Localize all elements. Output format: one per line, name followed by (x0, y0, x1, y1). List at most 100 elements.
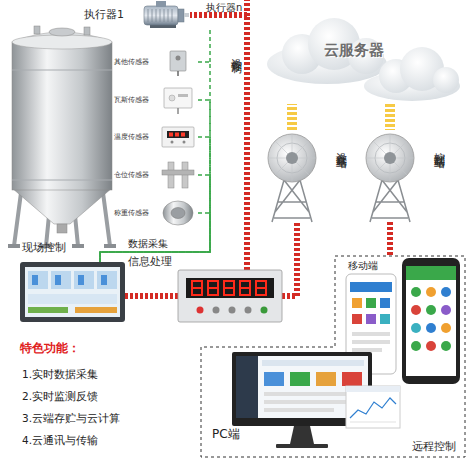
node-shape (74, 271, 94, 289)
sensor-device: 温度传感器 (158, 122, 198, 152)
node-shape (411, 287, 421, 297)
base-station: 控制端基站 (352, 130, 428, 222)
node-shape (55, 275, 61, 285)
node-shape (169, 95, 175, 101)
node-shape (169, 133, 173, 137)
node-shape (262, 360, 364, 366)
tank-illustration (57, 224, 67, 233)
node-label: 瓦斯传感器 (114, 96, 149, 104)
node-shape (158, 85, 198, 115)
node-label: 现场控制 (22, 242, 66, 255)
node-shape (162, 127, 194, 147)
tank-illustration (72, 244, 84, 248)
node-shape (163, 201, 193, 225)
node-shape (426, 323, 436, 333)
node-shape (441, 341, 451, 351)
node-shape (264, 408, 334, 412)
node-shape (184, 13, 189, 17)
node-shape (342, 372, 362, 386)
node-shape (406, 266, 456, 376)
feature-item: 3.云端存贮与云计算 (22, 412, 120, 424)
node-shape (158, 198, 198, 228)
node-shape (158, 47, 198, 77)
node-shape (276, 444, 328, 448)
node-shape (240, 281, 250, 295)
node-label: 称重传感器 (114, 209, 149, 217)
node-shape (192, 287, 202, 289)
node-shape (441, 305, 451, 315)
node-shape (366, 314, 376, 324)
feature-heading: 特色功能： (20, 342, 80, 356)
node-label: 移动端 (348, 260, 378, 272)
node-shape (224, 287, 234, 289)
cloud-server: 云服务器 (262, 14, 462, 104)
node-shape (366, 134, 414, 182)
node-shape (213, 307, 220, 314)
signal-wire (100, 137, 210, 262)
node-shape (384, 152, 396, 164)
node-shape (268, 134, 316, 182)
node-shape (181, 133, 185, 137)
tank-illustration (84, 27, 90, 35)
node-shape (101, 275, 107, 285)
node-shape (406, 266, 456, 280)
node-shape (261, 307, 268, 314)
node-shape (224, 281, 234, 295)
node-shape (197, 307, 204, 314)
sensor-device: 仓位传感器 (158, 160, 198, 190)
node-shape (264, 372, 284, 386)
node-shape (186, 278, 274, 298)
node-label: 设备端基站 (334, 144, 347, 149)
node-shape (178, 94, 188, 97)
signal-wire (100, 213, 210, 262)
tank-illustration (8, 26, 116, 248)
tank-illustration (8, 244, 20, 248)
tank-illustration (12, 188, 112, 224)
cable-link (387, 222, 393, 255)
node-shape (208, 287, 218, 289)
node-shape (352, 332, 390, 336)
node-shape (148, 9, 172, 22)
node-shape (254, 130, 330, 222)
node-label: 执行器1 (84, 9, 124, 22)
node-shape (366, 134, 414, 182)
node-shape (290, 372, 310, 386)
hmi-panel: 现场控制 (20, 262, 125, 322)
tank-illustration (12, 35, 112, 49)
tank-illustration (12, 70, 112, 180)
node-shape (178, 9, 184, 22)
node-shape (366, 298, 376, 308)
wireless-link (385, 104, 395, 130)
node-shape (144, 6, 178, 25)
node-shape (346, 386, 400, 428)
node-shape (267, 18, 460, 101)
node-shape (411, 323, 421, 333)
node-shape (346, 386, 400, 392)
edge-label: 设备控制 (229, 50, 242, 54)
node-shape (171, 208, 185, 219)
node-shape (177, 71, 179, 76)
edge-label: 数据采集 (128, 238, 168, 250)
node-shape (192, 281, 202, 295)
sensor-device: 其他传感器 (158, 47, 198, 77)
signal-wire (100, 100, 210, 262)
node-shape (256, 287, 266, 289)
node-shape (380, 298, 390, 308)
node-label: 云服务器 (324, 42, 384, 59)
node-shape (433, 67, 459, 93)
node-shape (170, 51, 186, 71)
node-shape (20, 262, 125, 322)
node-shape (75, 307, 117, 313)
node-shape (176, 56, 181, 61)
node-shape (177, 108, 179, 114)
node-shape (178, 270, 282, 322)
indicator-unit: 信息处理 (178, 270, 282, 322)
node-shape (25, 267, 120, 317)
node-shape (162, 170, 194, 175)
node-shape (350, 422, 396, 423)
node-shape (164, 88, 192, 108)
remote-group: 远程控制移动端PC端 (200, 255, 466, 458)
signal-wire (100, 175, 210, 262)
node-shape (28, 307, 68, 313)
